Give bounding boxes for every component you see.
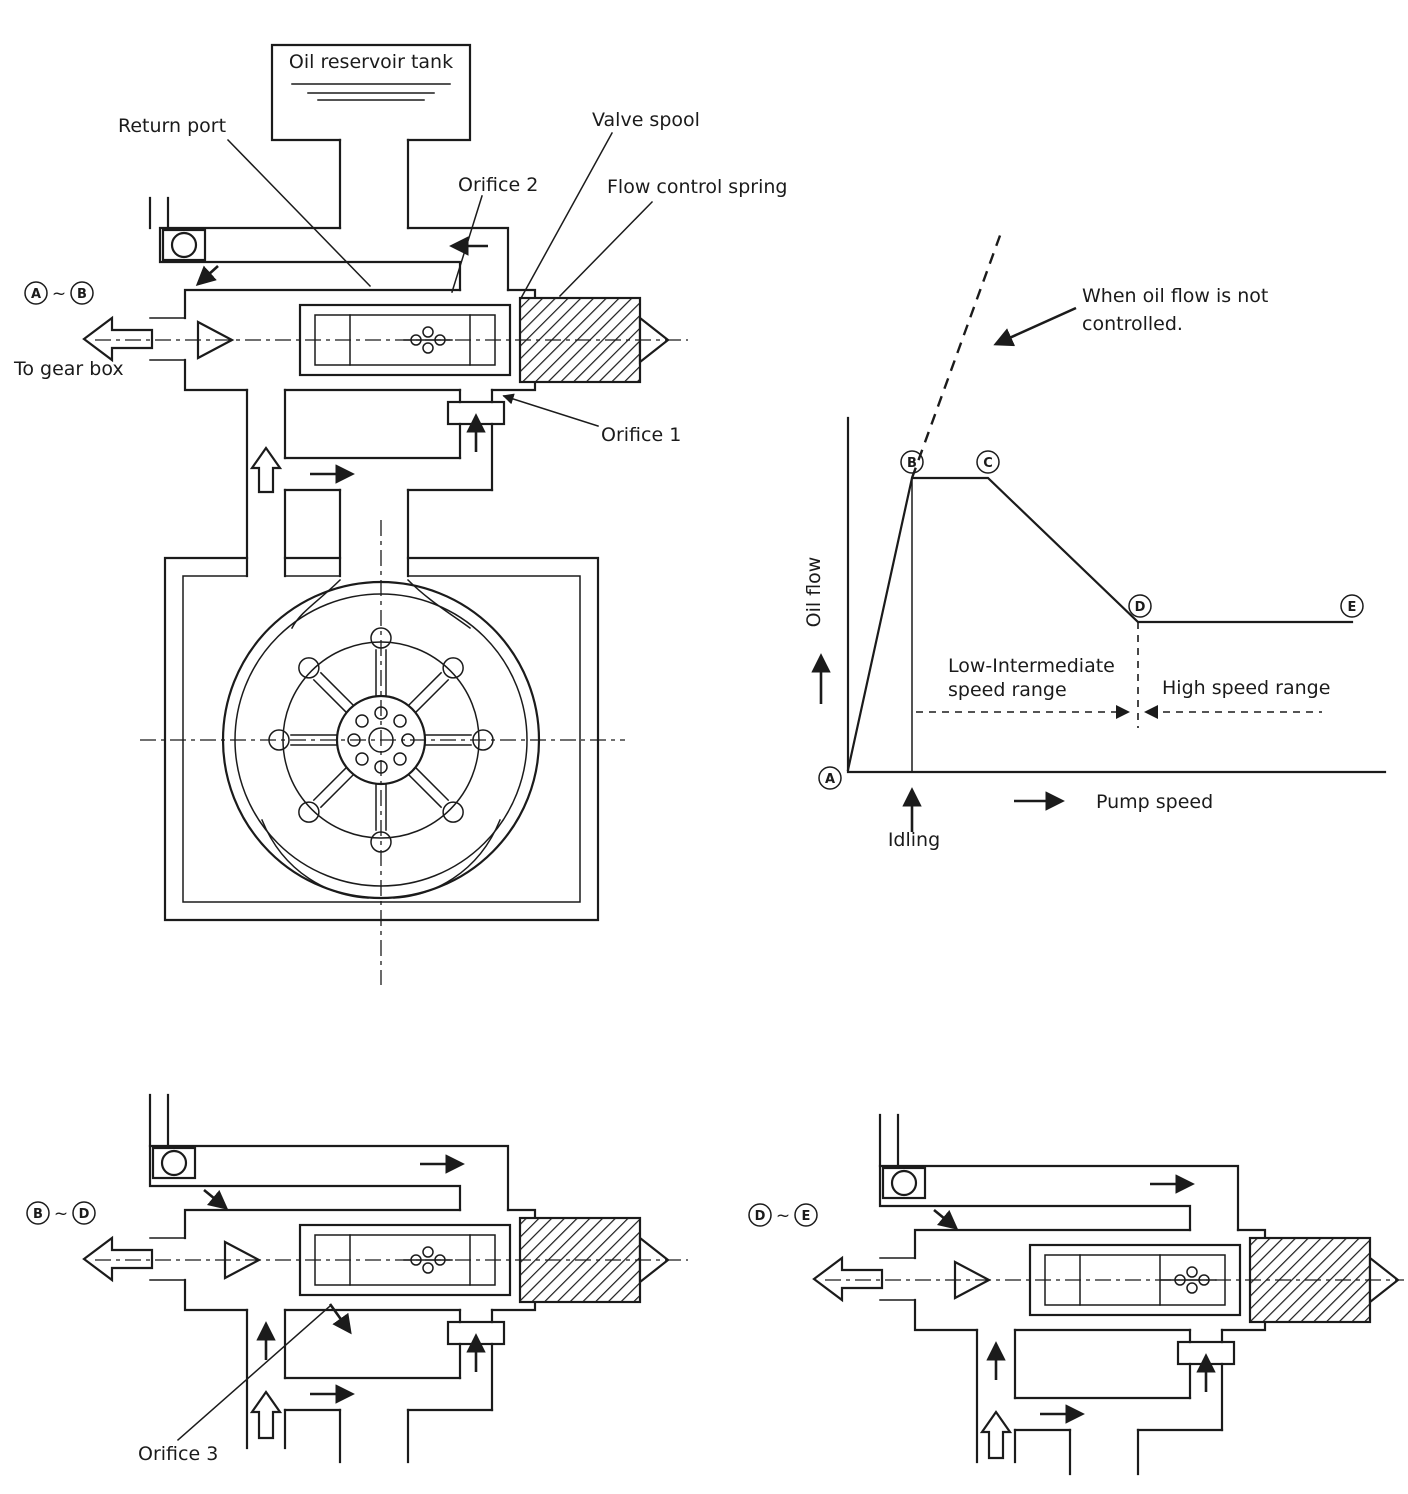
flow-arrows-br [933, 1174, 1216, 1424]
check-ball [160, 1149, 188, 1177]
chart-point-b: B [900, 450, 924, 474]
x-axis-label: Pump speed [1096, 791, 1213, 813]
high-range-arrowhead [1144, 705, 1158, 719]
return-port-leader [226, 138, 372, 288]
section-letter-b: B [77, 287, 87, 302]
section-letter-e: E [802, 1209, 811, 1224]
spring-leader [558, 200, 654, 298]
section-range-d-e: D ~ E [748, 1203, 818, 1227]
outlet-flange [149, 317, 186, 361]
flow-control-spring-label: Flow control spring [607, 176, 787, 198]
point-c-letter: C [983, 456, 993, 471]
idling-label: Idling [888, 829, 940, 851]
valve-spool-label: Valve spool [592, 109, 700, 131]
uncontrolled-flow-dashed-line [910, 229, 1004, 479]
to-gear-box-label: To gear box [13, 358, 124, 380]
valve-diagram-b-to-d: Orifice 3 B ~ D [26, 1093, 688, 1465]
flow-arrow-diagonal [203, 1188, 229, 1210]
check-ball [170, 231, 198, 259]
oil-up-arrow [249, 446, 283, 494]
section-tilde: ~ [52, 284, 66, 304]
chart-point-a: A [818, 766, 842, 790]
chart-point-c: C [976, 450, 1000, 474]
point-d-letter: D [1135, 600, 1146, 615]
oil-out-arrow [82, 315, 154, 363]
main-valve-diagram: Oil reservoir tank [13, 43, 787, 985]
oil-level-lines [291, 83, 451, 101]
note-line1: When oil flow is not [1082, 285, 1268, 307]
chart-axes [846, 416, 1387, 774]
outlet-flange [879, 1257, 916, 1301]
flow-arrow-diagonal [195, 265, 219, 286]
note-line2: controlled. [1082, 313, 1183, 335]
range-low-line2: speed range [948, 679, 1067, 701]
section-tilde: ~ [776, 1206, 790, 1226]
section-letter-d: D [755, 1209, 766, 1224]
range-low-line1: Low-Intermediate [948, 655, 1115, 677]
chart-point-d: D [1128, 594, 1152, 618]
orifice-1-label: Orifice 1 [601, 424, 681, 446]
oil-pump [140, 520, 625, 985]
flow-arrows-bl [203, 1154, 486, 1404]
pump-port-curves [261, 578, 501, 899]
lower-passages [245, 1308, 506, 1464]
low-range-arrowhead [1116, 705, 1130, 719]
section-range-a-b: A ~ B [24, 281, 94, 305]
oil-reservoir-tank [270, 43, 472, 230]
controlled-flow-curve [846, 476, 1354, 772]
orifice-3-leader [176, 1304, 332, 1442]
point-e-letter: E [1348, 600, 1357, 615]
oil-up-arrow [979, 1410, 1013, 1460]
pump-housing [163, 556, 600, 922]
flow-arrow-diagonal [933, 1208, 959, 1230]
oil-out-arrow [82, 1235, 154, 1283]
section-range-b-d: B ~ D [26, 1201, 96, 1225]
return-passage [148, 196, 510, 292]
orifice-1-leader [502, 393, 599, 427]
oil-up-arrow [249, 1390, 283, 1440]
oil-flow-chart: A B C D E When oil flow is not controlle… [803, 229, 1387, 851]
section-letter-a: A [31, 287, 41, 302]
orifice-3-label: Orifice 3 [138, 1443, 218, 1465]
section-letter-d: D [79, 1207, 90, 1222]
lower-passages [975, 1328, 1236, 1476]
oil-reservoir-tank-label: Oil reservoir tank [289, 51, 453, 73]
check-ball [890, 1169, 918, 1197]
pump-centerlines [140, 520, 625, 985]
point-b-letter: B [907, 456, 917, 471]
outlet-flange [149, 1237, 186, 1281]
lower-passages [245, 388, 506, 578]
rotor-vanes [268, 627, 494, 853]
chart-point-e: E [1340, 594, 1364, 618]
range-high-label: High speed range [1162, 677, 1330, 699]
y-axis-label: Oil flow [803, 557, 825, 628]
main-labels: Return port Valve spool Orifice 2 Flow c… [13, 109, 787, 446]
valve-diagram-d-to-e: D ~ E [748, 1113, 1404, 1476]
return-port-label: Return port [118, 115, 226, 137]
oil-out-arrow [812, 1255, 884, 1303]
section-letter-b: B [33, 1207, 43, 1222]
orifice-2-label: Orifice 2 [458, 174, 538, 196]
flow-arrow-orifice3 [328, 1303, 352, 1335]
orifice-2-leader [451, 195, 483, 293]
note-arrow [993, 306, 1077, 347]
flow-arrows-main [195, 236, 488, 484]
section-tilde: ~ [54, 1204, 68, 1224]
valve-spool-leader [518, 131, 614, 302]
point-a-letter: A [825, 772, 835, 787]
